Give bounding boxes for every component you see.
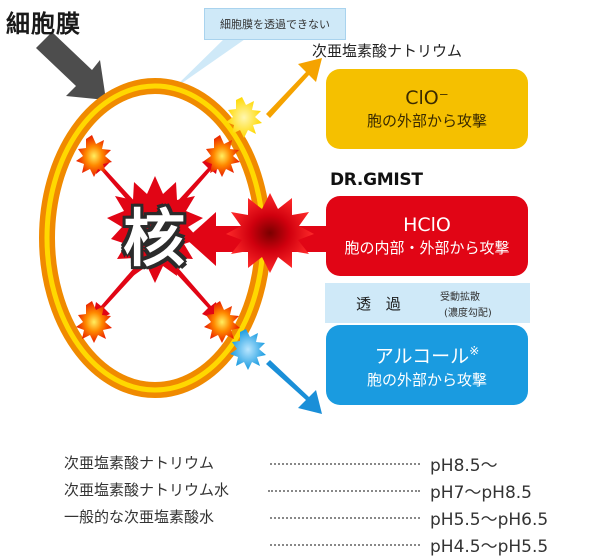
naclo-heading: 次亜塩素酸ナトリウム bbox=[312, 42, 463, 60]
ph-row: 一般的な次亜塩素酸水 pH5.5〜pH6.5 bbox=[0, 506, 609, 530]
nucleus-label: 核 bbox=[122, 202, 185, 275]
ph-name: 次亜塩素酸ナトリウム水 bbox=[64, 481, 230, 499]
clo-title: ClO⁻ bbox=[405, 87, 449, 109]
ph-value: pH4.5〜pH5.5 bbox=[430, 537, 549, 557]
hclo-desc: 胞の内部・外部から攻撃 bbox=[344, 239, 510, 257]
membrane-label: 細胞膜 bbox=[6, 10, 81, 38]
alcohol-title: アルコール bbox=[374, 345, 470, 368]
ph-value: pH8.5〜 bbox=[430, 456, 498, 476]
impermeable-callout: 細胞膜を透過できない bbox=[204, 8, 346, 40]
alcohol-impact-burst bbox=[230, 329, 266, 370]
permeation-sub1: 受動拡散 bbox=[440, 292, 480, 303]
alcohol-arrow bbox=[266, 360, 322, 414]
brand-label: DR.GMIST bbox=[330, 170, 423, 190]
hclo-title: HClO bbox=[403, 214, 451, 236]
alcohol-desc: 胞の外部から攻撃 bbox=[366, 370, 487, 389]
ph-value: pH7〜pH8.5 bbox=[430, 483, 532, 503]
hclo-burst bbox=[226, 193, 314, 273]
permeation-band bbox=[325, 283, 530, 323]
ph-name: 一般的な次亜塩素酸水 bbox=[64, 508, 215, 526]
clo-arrow bbox=[266, 58, 322, 118]
alcohol-box: アルコール※ 胞の外部から攻撃 bbox=[326, 325, 528, 405]
ph-leader bbox=[270, 544, 420, 546]
clo-impact-burst bbox=[226, 97, 262, 138]
callout-pointer bbox=[172, 37, 248, 90]
ph-row: 次亜塩素酸ナトリウム pH8.5〜 bbox=[0, 452, 609, 476]
ph-leader bbox=[270, 517, 420, 519]
permeation-sub2: (濃度勾配) bbox=[444, 308, 492, 319]
ph-row: 次亜塩素酸ナトリウム水 pH7〜pH8.5 bbox=[0, 479, 609, 503]
ph-leader bbox=[268, 490, 420, 492]
alcohol-mark: ※ bbox=[469, 344, 480, 359]
ph-leader bbox=[270, 463, 420, 465]
ph-name: 次亜塩素酸ナトリウム bbox=[64, 454, 215, 472]
ph-value: pH5.5〜pH6.5 bbox=[430, 510, 549, 530]
membrane-arrow bbox=[36, 32, 106, 100]
membrane-sparks bbox=[76, 135, 240, 343]
permeation-label: 透 過 bbox=[356, 295, 406, 313]
inner-arrows bbox=[92, 154, 220, 322]
clo-desc: 胞の外部から攻撃 bbox=[366, 112, 487, 130]
clo-box: ClO⁻ 胞の外部から攻撃 bbox=[326, 69, 528, 149]
hclo-box: HClO 胞の内部・外部から攻撃 bbox=[326, 196, 528, 276]
ph-row: pH4.5〜pH5.5 bbox=[0, 533, 609, 557]
